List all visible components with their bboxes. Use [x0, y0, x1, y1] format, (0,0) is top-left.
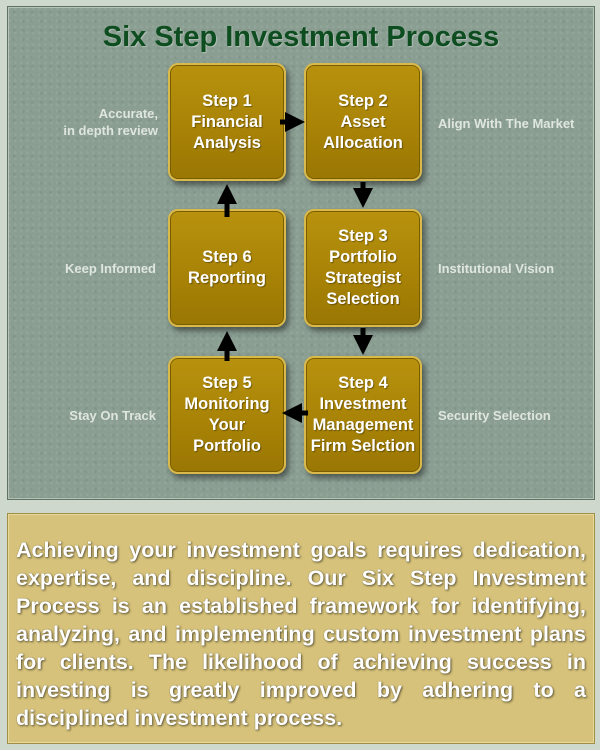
description-text: Achieving your investment goals requires… — [16, 538, 586, 730]
label-step2-align-market: Align With The Market — [438, 116, 575, 131]
label-step1-accurate-review: Accurate, in depth review — [63, 106, 158, 138]
flow-arrows — [217, 112, 373, 423]
label-step3-institutional-vision: Institutional Vision — [438, 261, 555, 276]
step-1-financial-analysis: Step 1 Financial Analysis — [168, 63, 286, 181]
description-panel: Achieving your investment goals requires… — [7, 513, 595, 744]
label-step6-keep-informed: Keep Informed — [64, 261, 156, 276]
step-3-portfolio-strategist: Step 3 Portfolio Strategist Selection — [304, 209, 422, 327]
step-4-investment-management: Step 4 Investment Management Firm Selcti… — [304, 356, 422, 474]
step-2-asset-allocation: Step 2 Asset Allocation — [304, 63, 422, 181]
process-diagram-panel: Six Step Investment Process Accurate, in… — [7, 6, 595, 500]
label-step5-stay-on-track: Stay On Track — [69, 408, 156, 423]
label-step4-security-selection: Security Selection — [438, 408, 551, 423]
diagram-title: Six Step Investment Process — [102, 21, 500, 53]
step-5-monitoring: Step 5 Monitoring Your Portfolio — [168, 356, 286, 474]
step-6-reporting: Step 6 Reporting — [168, 209, 286, 327]
